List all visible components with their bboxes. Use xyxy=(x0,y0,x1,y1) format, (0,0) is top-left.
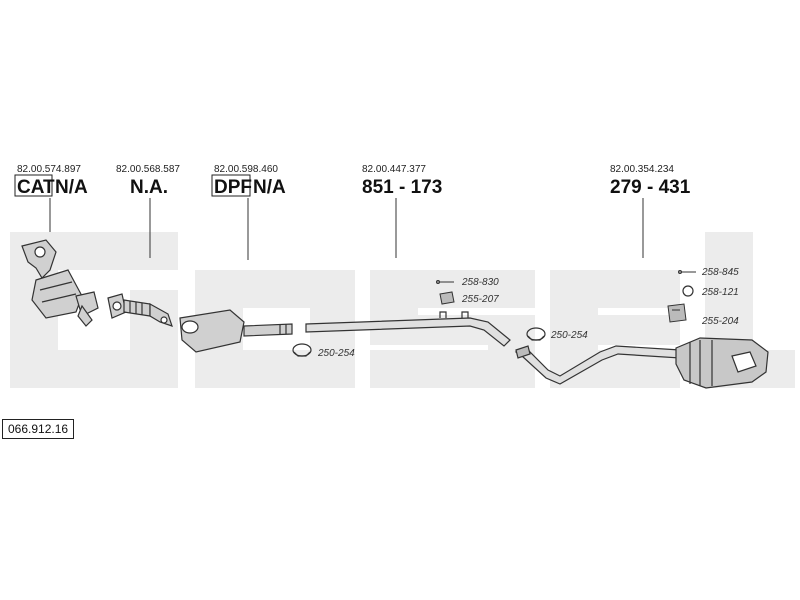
rubber-255-204[interactable] xyxy=(667,303,687,323)
section-middle-pipe[interactable]: 82.00.447.377 851 - 173 xyxy=(362,164,442,258)
dpf-badge-text: DPF xyxy=(214,177,252,198)
hanger-258-830[interactable] xyxy=(436,280,455,284)
section-catalytic-converter[interactable]: 82.00.574.897 CAT N/A xyxy=(14,164,88,232)
diagram-reference-number: 066.912.16 xyxy=(2,419,75,439)
section-rear-silencer[interactable]: 82.00.354.234 279 - 431 xyxy=(610,164,691,258)
accessory-label: 255-207 xyxy=(461,294,499,305)
dpf-badge-box xyxy=(211,174,251,197)
flex-pipe-drawing[interactable] xyxy=(107,293,173,327)
oem-number: 82.00.568.587 xyxy=(116,164,180,175)
cat-badge-text: CAT xyxy=(17,177,55,198)
silencer-box[interactable] xyxy=(675,337,769,389)
part-number: 279 - 431 xyxy=(610,177,691,198)
clamp-250-254-front[interactable] xyxy=(292,343,312,357)
ring-258-121[interactable] xyxy=(682,285,694,297)
particulate-filter-drawing[interactable] xyxy=(179,309,293,353)
middle-pipe-drawing[interactable] xyxy=(305,311,511,347)
part-number: N/A xyxy=(253,177,286,198)
section-flex-pipe[interactable]: 82.00.568.587 N.A. xyxy=(116,164,180,258)
hanger-258-845[interactable] xyxy=(678,270,697,274)
section-particulate-filter[interactable]: 82.00.598.460 DPF N/A xyxy=(211,164,286,260)
oem-number: 82.00.574.897 xyxy=(17,164,81,175)
accessory-label: 255-204 xyxy=(701,316,739,327)
oem-number: 82.00.598.460 xyxy=(214,164,278,175)
accessory-label: 258-121 xyxy=(701,287,739,298)
accessory-label: 250-254 xyxy=(317,348,355,359)
cat-badge-box xyxy=(14,174,53,197)
part-number: N/A xyxy=(55,177,88,198)
catalytic-converter-drawing[interactable] xyxy=(21,239,99,327)
accessory-label: 258-845 xyxy=(701,267,739,278)
part-number: N.A. xyxy=(130,177,168,198)
accessory-label: 258-830 xyxy=(461,277,499,288)
rubber-255-207[interactable] xyxy=(439,291,455,305)
part-number: 851 - 173 xyxy=(362,177,442,198)
accessory-label: 250-254 xyxy=(550,330,588,341)
oem-number: 82.00.354.234 xyxy=(610,164,674,175)
clamp-250-254-rear[interactable] xyxy=(526,327,546,341)
oem-number: 82.00.447.377 xyxy=(362,164,426,175)
